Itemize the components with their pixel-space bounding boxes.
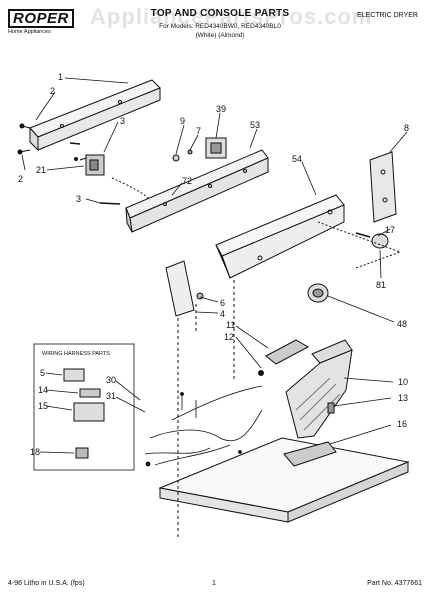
brand-name: ROPER [8,9,74,28]
brand-subtitle: Home Appliances [8,29,51,35]
callout-5: 5 [40,368,45,378]
callout-7: 7 [196,126,201,136]
end-cap [369,151,397,223]
top-cover [158,437,410,523]
callout-30: 30 [106,375,116,385]
callout-8: 8 [404,123,409,133]
left-end-piece [165,260,204,317]
callout-12: 12 [224,332,234,342]
top-panel [215,194,345,279]
wire-harness [144,385,263,467]
console-back-panel [125,149,269,233]
callout-14: 14 [38,385,48,395]
callout-39: 39 [216,104,226,114]
harness-parts-box [33,343,135,471]
callout-54: 54 [292,154,302,164]
callout-4: 4 [220,309,225,319]
callout-53: 53 [250,120,260,130]
model-info: For Models: RED4340BW0, RED4340BL0 (Whit… [110,22,330,40]
page-number: 1 [212,580,216,587]
callout-72: 72 [182,176,192,186]
page-title: TOP AND CONSOLE PARTS [150,8,290,19]
print-info: 4-96 Litho in U.S.A. (fps) [8,580,85,587]
models-line: For Models: RED4340BW0, RED4340BL0 [159,23,281,30]
brand-logo: ROPER Home Appliances [8,9,74,35]
callout-9: 9 [180,116,185,126]
callout-1: 1 [58,72,63,82]
harness-box-title: WIRING HARNESS PARTS [42,351,110,357]
callout-3b: 3 [76,194,81,204]
callout-21: 21 [36,165,46,175]
callout-6: 6 [220,298,225,308]
switch-component [74,154,105,176]
callout-10: 10 [398,377,408,387]
callout-3a: 3 [120,116,125,126]
callout-17: 17 [385,225,395,235]
callout-13: 13 [398,393,408,403]
callout-15: 15 [38,401,48,411]
callout-11: 11 [226,320,235,330]
callout-48: 48 [397,319,407,329]
vent-duct [285,339,353,439]
color-line: (White) (Almond) [195,32,245,39]
callout-81: 81 [376,280,386,290]
callout-31: 31 [106,391,116,401]
callout-18: 18 [30,447,40,457]
control-panel [29,79,161,152]
part-number: Part No. 4377661 [367,580,422,587]
callout-2b: 2 [18,174,23,184]
category-label: ELECTRIC DRYER [357,12,418,19]
screw-icon [17,123,31,155]
callout-16: 16 [397,419,407,429]
callout-2a: 2 [50,86,55,96]
